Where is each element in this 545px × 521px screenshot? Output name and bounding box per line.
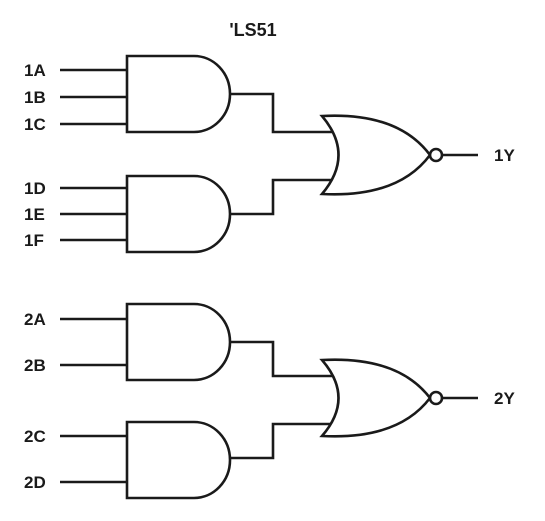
- input-label-1c: 1C: [24, 115, 46, 134]
- wire-and1-to-nor1: [230, 92, 335, 134]
- input-label-1a: 1A: [24, 61, 46, 80]
- wire-and3-to-nor2: [230, 340, 335, 378]
- nor-gate-1: 1Y: [319, 114, 515, 196]
- wire-and4-to-nor2: [230, 422, 335, 460]
- diagram-title: 'LS51: [229, 20, 276, 40]
- nor-gate-body-2: [319, 358, 432, 438]
- section-2: 2A 2B 2C 2D 2Y: [24, 302, 515, 500]
- section-1: 1A 1B 1C 1D 1E 1F 1Y: [24, 54, 515, 254]
- and-gate-2a: 2A 2B: [24, 302, 232, 382]
- input-label-1b: 1B: [24, 88, 46, 107]
- input-label-2a: 2A: [24, 310, 46, 329]
- and-gate-1b: 1D 1E 1F: [24, 174, 232, 254]
- and-gate-body-1b: [125, 174, 232, 254]
- input-label-2c: 2C: [24, 427, 46, 446]
- input-label-2d: 2D: [24, 473, 46, 492]
- and-gate-body-1a: [125, 54, 232, 134]
- and-gate-1a: 1A 1B 1C: [24, 54, 232, 134]
- nor-bubble-1: [428, 147, 444, 163]
- nor-gate-body-1: [319, 114, 432, 196]
- wire-and2-to-nor1: [230, 178, 335, 216]
- and-gate-body-2a: [125, 302, 232, 382]
- output-label-2y: 2Y: [494, 389, 515, 408]
- nor-bubble-2: [428, 390, 444, 406]
- input-label-1f: 1F: [24, 231, 44, 250]
- and-gate-2b: 2C 2D: [24, 420, 232, 500]
- input-label-2b: 2B: [24, 356, 46, 375]
- nor-gate-2: 2Y: [319, 358, 515, 438]
- and-gate-body-2b: [125, 420, 232, 500]
- input-label-1d: 1D: [24, 179, 46, 198]
- output-label-1y: 1Y: [494, 146, 515, 165]
- input-label-1e: 1E: [24, 205, 45, 224]
